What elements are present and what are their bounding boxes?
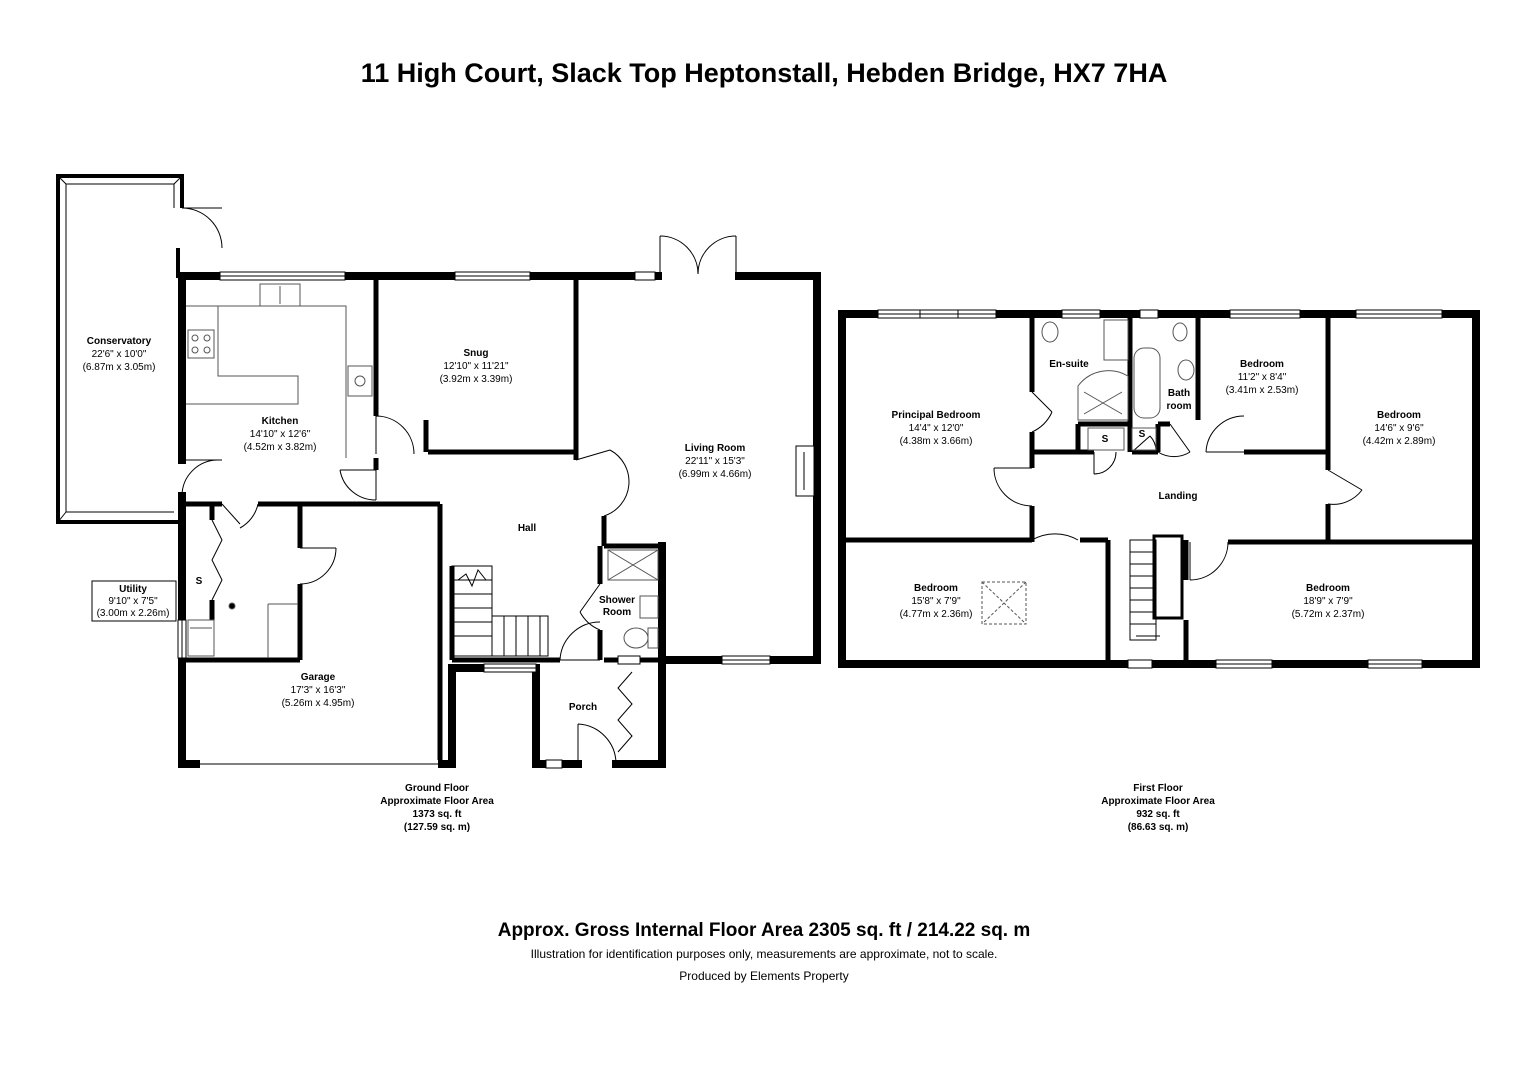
- bedroom-5-dims-metric: (5.72m x 2.37m): [1292, 609, 1365, 620]
- bathroom-fixtures: [1041, 319, 1195, 451]
- conservatory-dims-imperial: 22'6" x 10'0": [92, 349, 147, 360]
- living-room-dims-imperial: 22'11" x 15'3": [685, 456, 745, 467]
- first-floor-walls: [838, 310, 1480, 668]
- first-floor-area-label: Approximate Floor Area: [1101, 796, 1215, 807]
- bathroom-name-line2: room: [1167, 401, 1192, 412]
- landing-name: Landing: [1159, 491, 1198, 502]
- first-floor-plan: [838, 309, 1480, 669]
- ground-floor-sqft: 1373 sq. ft: [413, 809, 463, 820]
- bedroom-5-dims-imperial: 18'9" x 7'9": [1303, 596, 1353, 607]
- ground-floor-interior-walls: [182, 276, 662, 764]
- garage-dims-metric: (5.26m x 4.95m): [282, 698, 355, 709]
- first-floor-labels: Principal Bedroom 14'4" x 12'0" (4.38m x…: [892, 359, 1436, 833]
- bedroom-3-dims-metric: (4.42m x 2.89m): [1363, 436, 1436, 447]
- bedroom-skylight: [981, 581, 1027, 625]
- first-floor-name: First Floor: [1133, 783, 1183, 794]
- utility-dims-metric: (3.00m x 2.26m): [97, 608, 170, 619]
- bedroom-3-dims-imperial: 14'6" x 9'6": [1374, 423, 1424, 434]
- ground-floor-stairs: [451, 565, 549, 657]
- principal-bedroom-dims-imperial: 14'4" x 12'0": [909, 423, 964, 434]
- living-room-name: Living Room: [685, 443, 746, 454]
- en-suite-name: En-suite: [1049, 359, 1089, 370]
- en-suite-store-label: S: [1102, 434, 1109, 445]
- utility-label-box: [91, 580, 177, 622]
- conservatory-outline: [56, 174, 223, 524]
- kitchen-name: Kitchen: [262, 416, 299, 427]
- porch-name: Porch: [569, 702, 597, 713]
- snug-dims-metric: (3.92m x 3.39m): [440, 374, 513, 385]
- first-floor-sqm: (86.63 sq. m): [1128, 822, 1189, 833]
- utility-name: Utility: [119, 584, 147, 595]
- gross-floor-area: Approx. Gross Internal Floor Area 2305 s…: [497, 920, 1031, 941]
- conservatory-dims-metric: (6.87m x 3.05m): [83, 362, 156, 373]
- bedroom-4-dims-imperial: 15'8" x 7'9": [911, 596, 961, 607]
- ground-floor-plan: [56, 174, 821, 769]
- utility-store-label: S: [196, 576, 203, 587]
- living-room-fireplace: [795, 445, 815, 497]
- first-floor-stairs: [1129, 534, 1184, 641]
- principal-bedroom-dims-metric: (4.38m x 3.66m): [900, 436, 973, 447]
- ground-floor-doors: [181, 415, 633, 765]
- kitchen-units: [186, 283, 373, 458]
- bathroom-store-label: S: [1139, 429, 1146, 440]
- ground-floor-windows: [177, 271, 771, 769]
- bedroom-4-dims-metric: (4.77m x 2.36m): [900, 609, 973, 620]
- shower-room-fixtures: [607, 549, 659, 649]
- snug-dims-imperial: 12'10" x 11'21": [443, 361, 509, 372]
- living-room-french-doors: [659, 235, 737, 276]
- kitchen-dims-imperial: 14'10" x 12'6": [250, 429, 311, 440]
- producer-credit: Produced by Elements Property: [679, 969, 849, 983]
- first-floor-sqft: 932 sq. ft: [1136, 809, 1180, 820]
- snug-name: Snug: [464, 348, 489, 359]
- garage-dims-imperial: 17'3" x 16'3": [291, 685, 346, 696]
- utility-units: [187, 602, 298, 658]
- principal-bedroom-name: Principal Bedroom: [892, 410, 981, 421]
- bathroom-name-line1: Bath: [1168, 388, 1190, 399]
- kitchen-dims-metric: (4.52m x 3.82m): [244, 442, 317, 453]
- bedroom-2-dims-metric: (3.41m x 2.53m): [1226, 385, 1299, 396]
- bedroom-2-dims-imperial: 11'2" x 8'4": [1238, 372, 1287, 383]
- disclaimer: Illustration for identification purposes…: [530, 947, 998, 961]
- living-room-dims-metric: (6.99m x 4.66m): [679, 469, 752, 480]
- utility-dims-imperial: 9'10" x 7'5": [108, 596, 158, 607]
- ground-floor-name: Ground Floor: [405, 783, 469, 794]
- first-floor-windows: [877, 309, 1443, 669]
- shower-room-name-line2: Room: [603, 607, 631, 618]
- ground-floor-area-label: Approximate Floor Area: [380, 796, 494, 807]
- first-floor-interior-walls: [842, 314, 1476, 664]
- first-floor-doors: [993, 391, 1363, 581]
- ground-floor-walls: [178, 272, 821, 768]
- hall-name: Hall: [518, 523, 537, 534]
- conservatory-name: Conservatory: [87, 336, 152, 347]
- bedroom-4-name: Bedroom: [914, 583, 958, 594]
- bedroom-3-name: Bedroom: [1377, 410, 1421, 421]
- shower-room-name-line1: Shower: [599, 595, 635, 606]
- plan-title: 11 High Court, Slack Top Heptonstall, He…: [360, 58, 1168, 88]
- bedroom-2-name: Bedroom: [1240, 359, 1284, 370]
- ground-floor-labels: Conservatory 22'6" x 10'0" (6.87m x 3.05…: [83, 336, 752, 833]
- bedroom-5-name: Bedroom: [1306, 583, 1350, 594]
- garage-name: Garage: [301, 672, 336, 683]
- ground-floor-sqm: (127.59 sq. m): [404, 822, 470, 833]
